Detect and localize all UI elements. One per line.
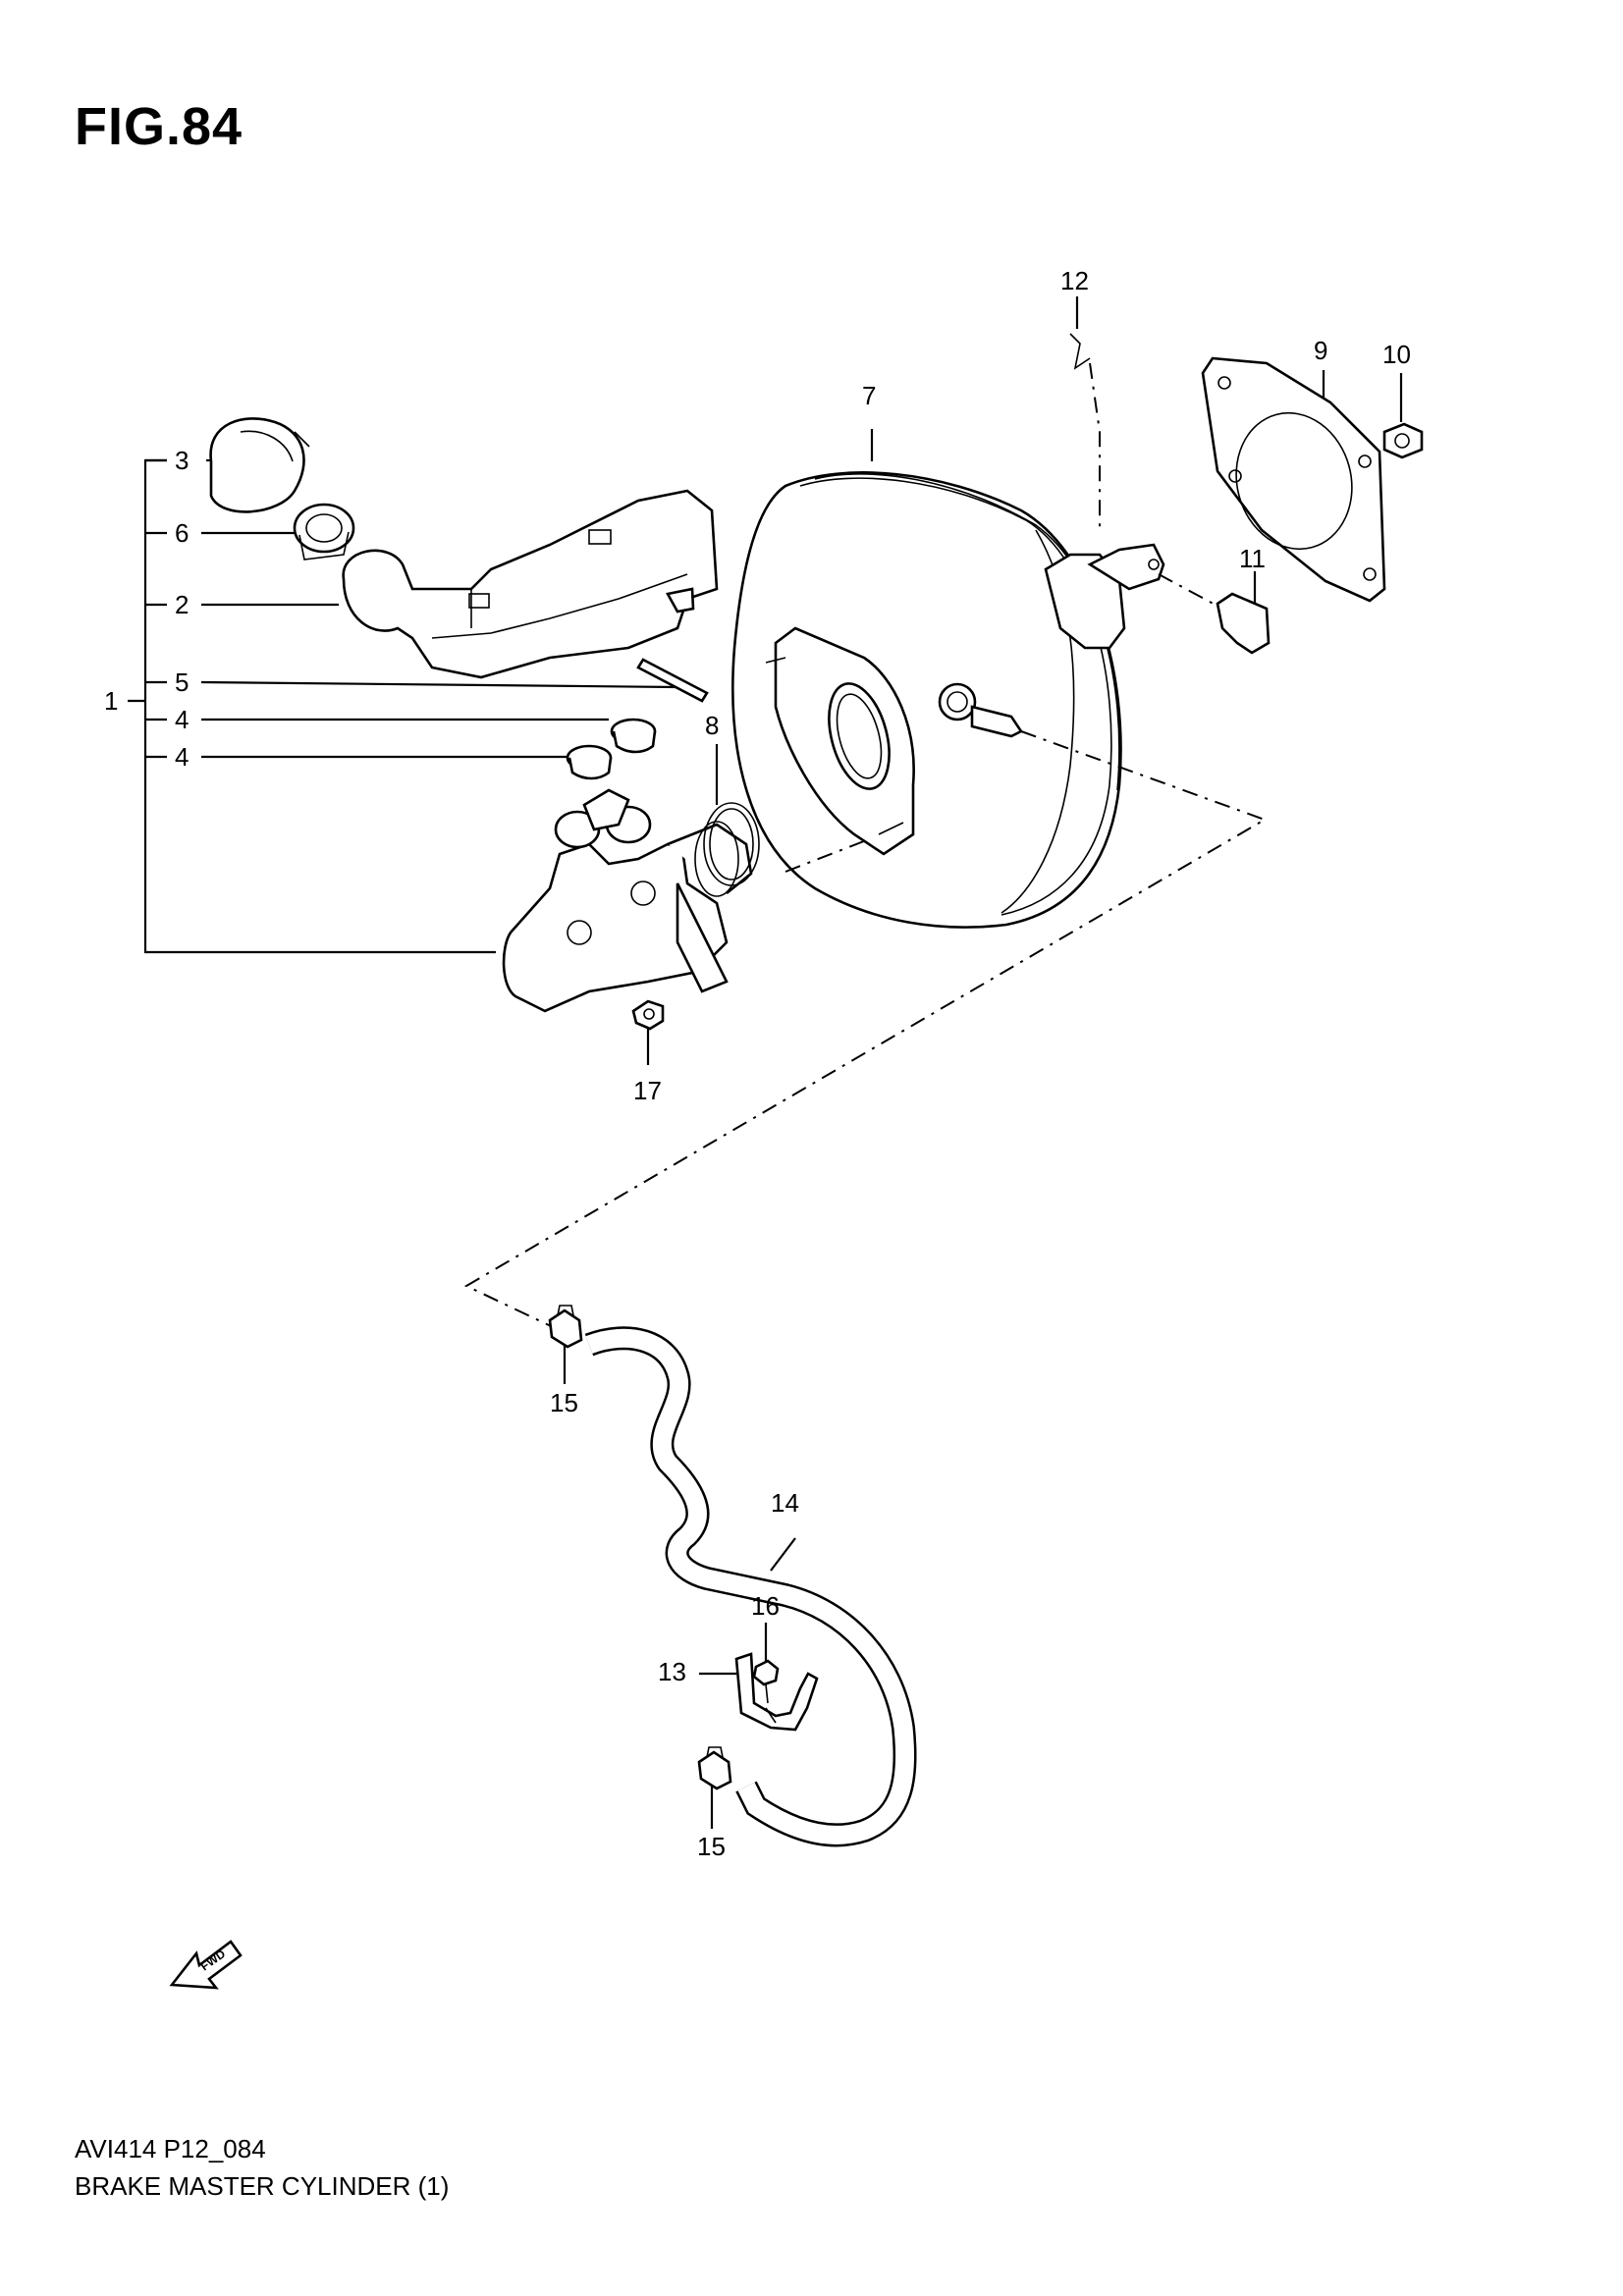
grommet-upper bbox=[610, 718, 657, 754]
callout-2: 2 bbox=[175, 590, 189, 619]
hose-bracket bbox=[734, 1652, 819, 1732]
callout-9: 9 bbox=[1314, 336, 1327, 365]
reservoir-pin bbox=[636, 658, 709, 703]
callout-3: 3 bbox=[175, 446, 189, 475]
leader-lines bbox=[200, 296, 1403, 1829]
fwd-arrow-icon: FWD bbox=[169, 1940, 243, 1990]
callout-11: 11 bbox=[1239, 544, 1266, 573]
callout-5: 5 bbox=[175, 667, 189, 697]
callout-1: 1 bbox=[104, 686, 118, 716]
vacuum-hose bbox=[584, 1326, 917, 1847]
nut-17 bbox=[631, 999, 665, 1031]
callout-labels: 3 6 2 5 4 4 1 7 8 9 10 11 12 13 14 15 15… bbox=[104, 266, 1411, 1861]
assembly-bracket bbox=[128, 458, 496, 954]
callout-8: 8 bbox=[705, 711, 719, 740]
callout-13: 13 bbox=[658, 1657, 686, 1686]
clevis-pin bbox=[1158, 573, 1271, 655]
callout-17: 17 bbox=[633, 1076, 662, 1105]
callout-4a: 4 bbox=[175, 705, 189, 734]
callout-6: 6 bbox=[175, 518, 189, 548]
callout-4b: 4 bbox=[175, 742, 189, 772]
figure-name: BRAKE MASTER CYLINDER (1) bbox=[75, 2171, 450, 2201]
hose-clamp-lower bbox=[697, 1746, 732, 1790]
callout-15b: 15 bbox=[697, 1832, 726, 1861]
figure-code: AVI414 P12_084 bbox=[75, 2134, 266, 2163]
gasket bbox=[1201, 356, 1386, 603]
reservoir-tank bbox=[342, 489, 719, 679]
alignment-lines bbox=[463, 730, 1268, 1336]
callout-10: 10 bbox=[1382, 340, 1411, 369]
o-ring bbox=[703, 802, 760, 886]
nut-10 bbox=[1382, 422, 1424, 459]
grommet-lower bbox=[566, 744, 613, 780]
callout-14: 14 bbox=[771, 1488, 799, 1518]
master-cylinder bbox=[502, 788, 753, 1013]
bolt-16 bbox=[752, 1659, 780, 1704]
reservoir-cap bbox=[209, 417, 310, 513]
callout-7: 7 bbox=[862, 381, 876, 410]
strainer bbox=[293, 503, 355, 561]
callout-16: 16 bbox=[751, 1591, 780, 1621]
callout-12: 12 bbox=[1060, 266, 1089, 295]
callout-15a: 15 bbox=[550, 1388, 578, 1417]
clip-pin bbox=[1069, 333, 1101, 530]
figure-title: FIG.84 bbox=[75, 97, 243, 156]
brake-booster bbox=[731, 471, 1165, 929]
hose-clamp-upper bbox=[548, 1305, 583, 1349]
